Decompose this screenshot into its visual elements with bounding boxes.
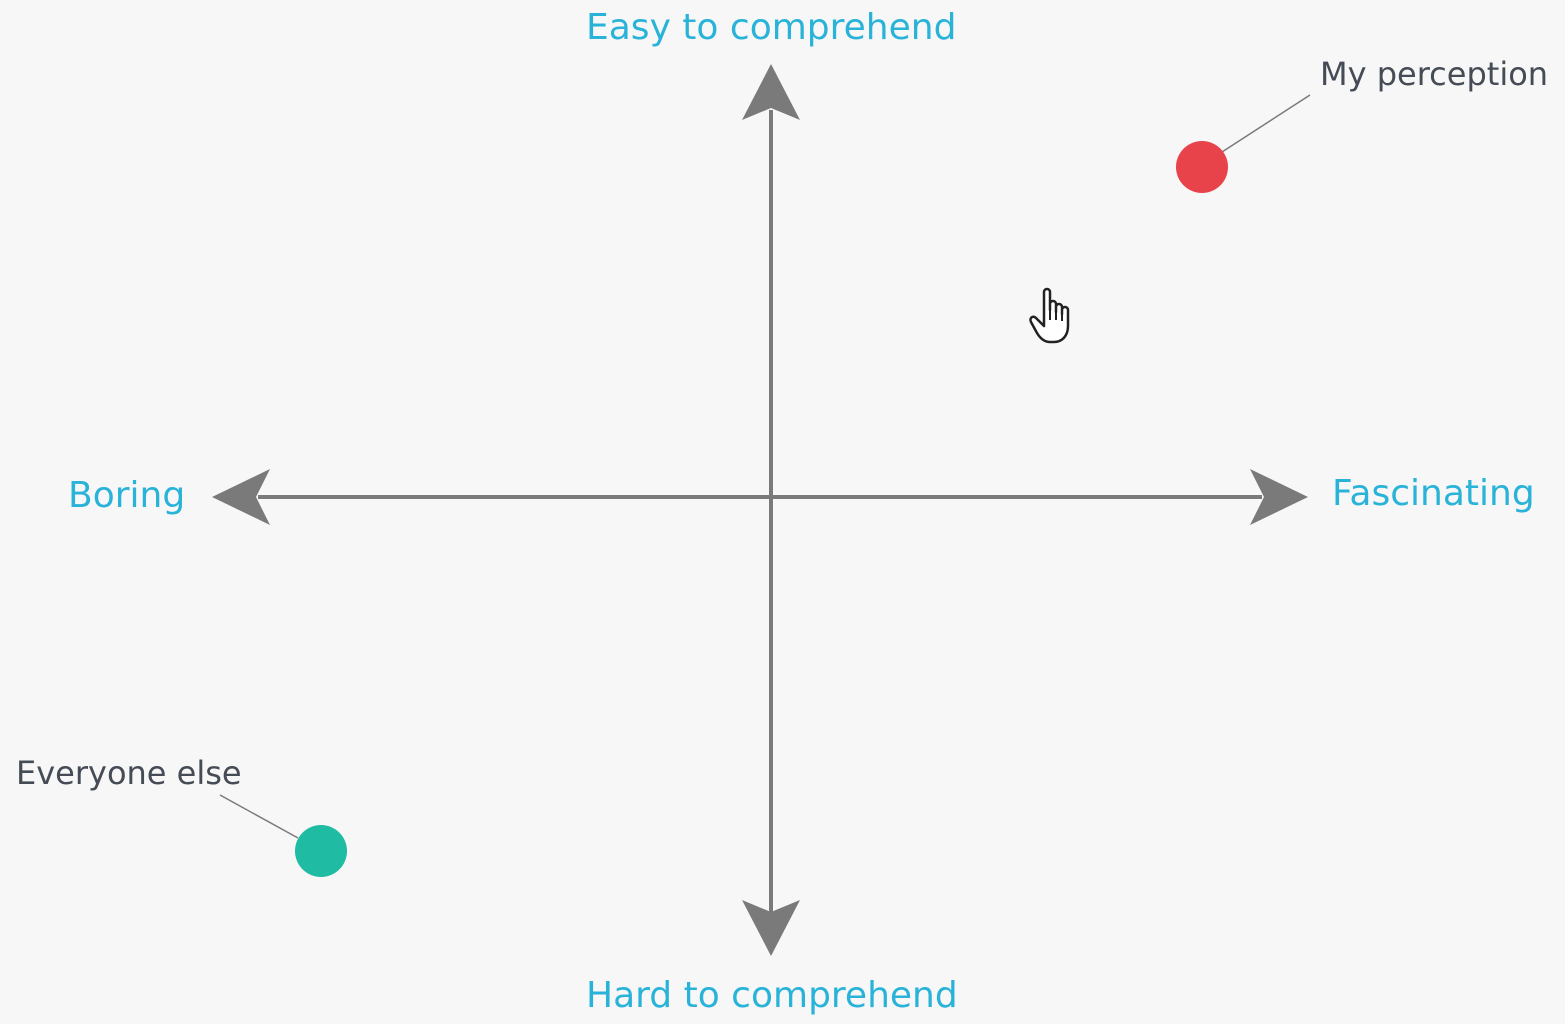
arrow-down-icon bbox=[742, 900, 800, 956]
arrow-up-icon bbox=[742, 64, 800, 120]
my-perception-label: My perception bbox=[1320, 55, 1549, 93]
everyone-else-leader-line bbox=[219, 794, 299, 839]
arrow-right-icon bbox=[1250, 469, 1308, 525]
hand-pointer-icon bbox=[1029, 287, 1070, 344]
my-perception-leader-line bbox=[1221, 94, 1311, 153]
arrow-left-icon bbox=[212, 469, 270, 525]
everyone-else-point bbox=[295, 825, 347, 877]
axis-label-right: Fascinating bbox=[1332, 473, 1535, 514]
axis-label-top: Easy to comprehend bbox=[586, 7, 957, 48]
everyone-else-label: Everyone else bbox=[16, 754, 242, 792]
axis-label-left: Boring bbox=[68, 475, 186, 516]
axis-label-bottom: Hard to comprehend bbox=[586, 975, 958, 1016]
my-perception-point bbox=[1176, 141, 1228, 193]
